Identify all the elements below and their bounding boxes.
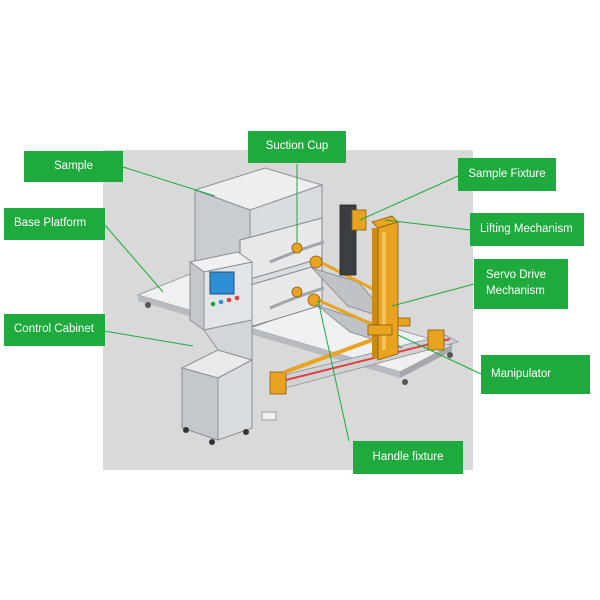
- label-handle-fixture: Handle fixture: [353, 441, 463, 474]
- leader-handle-fixture: [317, 299, 350, 442]
- leader-control-cabinet: [103, 330, 194, 347]
- label-base-platform-text: Base Platform: [14, 217, 87, 230]
- label-servo-drive-line2: Mechanism: [486, 285, 545, 297]
- label-suction-cup-text: Suction Cup: [265, 140, 329, 153]
- leader-sample-fixture: [359, 175, 459, 221]
- label-control-cabinet: Control Cabinet: [4, 314, 105, 346]
- label-sample: Sample: [24, 151, 123, 182]
- label-handle-fixture-text: Handle fixture: [372, 450, 444, 463]
- label-sample-fixture: Sample Fixture: [458, 158, 556, 191]
- leader-base-platform: [103, 223, 164, 293]
- leader-servo-drive: [391, 283, 475, 307]
- label-manipulator-text: Manipulator: [491, 367, 552, 380]
- label-control-cabinet-text: Control Cabinet: [14, 323, 94, 336]
- label-sample-text: Sample: [54, 159, 93, 172]
- label-sample-fixture-text: Sample Fixture: [468, 167, 546, 180]
- label-lifting-mechanism: Lifting Mechanism: [470, 213, 584, 246]
- lifting-column: [339, 204, 399, 361]
- leader-lifting-mechanism: [384, 219, 471, 231]
- label-lifting-mechanism-text: Lifting Mechanism: [480, 222, 573, 235]
- label-manipulator: Manipulator: [481, 355, 590, 394]
- leader-lines: [103, 164, 482, 442]
- leader-manipulator: [397, 334, 482, 375]
- label-base-platform: Base Platform: [4, 208, 105, 240]
- label-servo-drive-line1: Servo Drive: [486, 269, 547, 282]
- leader-sample: [122, 166, 216, 197]
- label-suction-cup: Suction Cup: [248, 131, 346, 163]
- control-cabinet: [180, 251, 277, 445]
- label-servo-drive-mechanism: Servo Drive Mechanism: [474, 259, 568, 309]
